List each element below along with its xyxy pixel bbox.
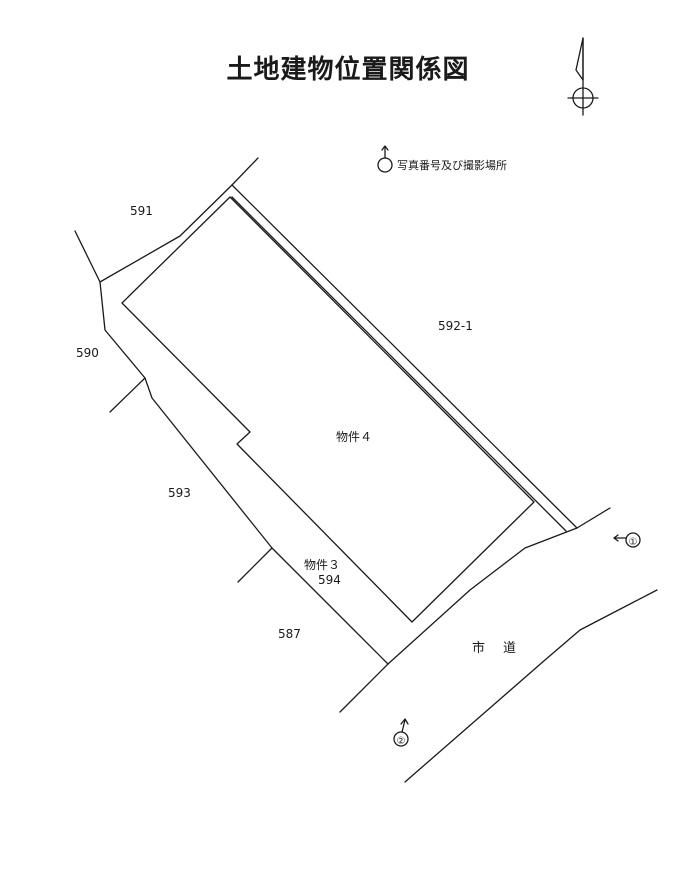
legend-label: 写真番号及び撮影場所 bbox=[397, 158, 507, 172]
boundary-lines bbox=[74, 157, 658, 783]
lot-label-592-1: 592-1 bbox=[438, 319, 473, 333]
photo-spot-1-number: ① bbox=[629, 537, 638, 548]
photo-spot-2: ② bbox=[393, 718, 409, 747]
property-label-4: 物件４ bbox=[336, 430, 372, 444]
property-label-3: 物件３ bbox=[304, 558, 340, 572]
lot-label-593: 593 bbox=[168, 486, 191, 500]
photo-spot-2-number: ② bbox=[397, 736, 406, 747]
photo-spot-1: ① bbox=[613, 532, 641, 548]
lot-label-594: 594 bbox=[318, 573, 341, 587]
lot-label-590: 590 bbox=[76, 346, 99, 360]
road-label: 市道 bbox=[472, 640, 534, 656]
building-4-outline bbox=[121, 196, 535, 623]
lot-label-591: 591 bbox=[130, 204, 153, 218]
map-title: 土地建物位置関係図 bbox=[226, 54, 469, 85]
lot-label-587: 587 bbox=[278, 627, 301, 641]
north-arrow-icon bbox=[567, 37, 599, 116]
legend: 写真番号及び撮影場所 bbox=[377, 145, 507, 173]
photo-spot-icon bbox=[377, 145, 393, 173]
